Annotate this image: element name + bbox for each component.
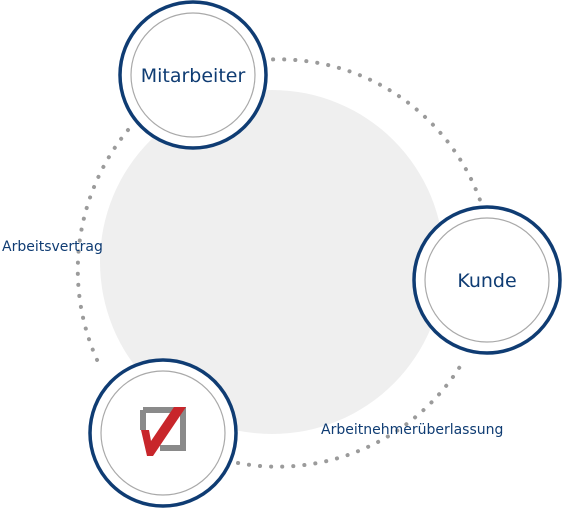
node-kunde-label: Kunde xyxy=(457,270,516,292)
node-kunde-inner-ring xyxy=(424,217,550,343)
label-arbeitnehmerueberlassung: Arbeitnehmerüberlassung xyxy=(321,422,503,438)
checkbox-logo-icon xyxy=(140,407,186,456)
connector-arbeitnehmerueberlassung xyxy=(236,358,466,469)
connector-arbeitsvertrag xyxy=(75,128,130,364)
label-arbeitsvertrag: Arbeitsvertrag xyxy=(2,239,103,255)
background-disc xyxy=(100,90,444,434)
node-mitarbeiter-label: Mitarbeiter xyxy=(141,65,246,87)
node-kunde: Kunde xyxy=(412,205,562,355)
node-company xyxy=(88,358,238,508)
node-mitarbeiter: Mitarbeiter xyxy=(118,0,268,150)
node-mitarbeiter-inner-ring xyxy=(130,12,256,138)
